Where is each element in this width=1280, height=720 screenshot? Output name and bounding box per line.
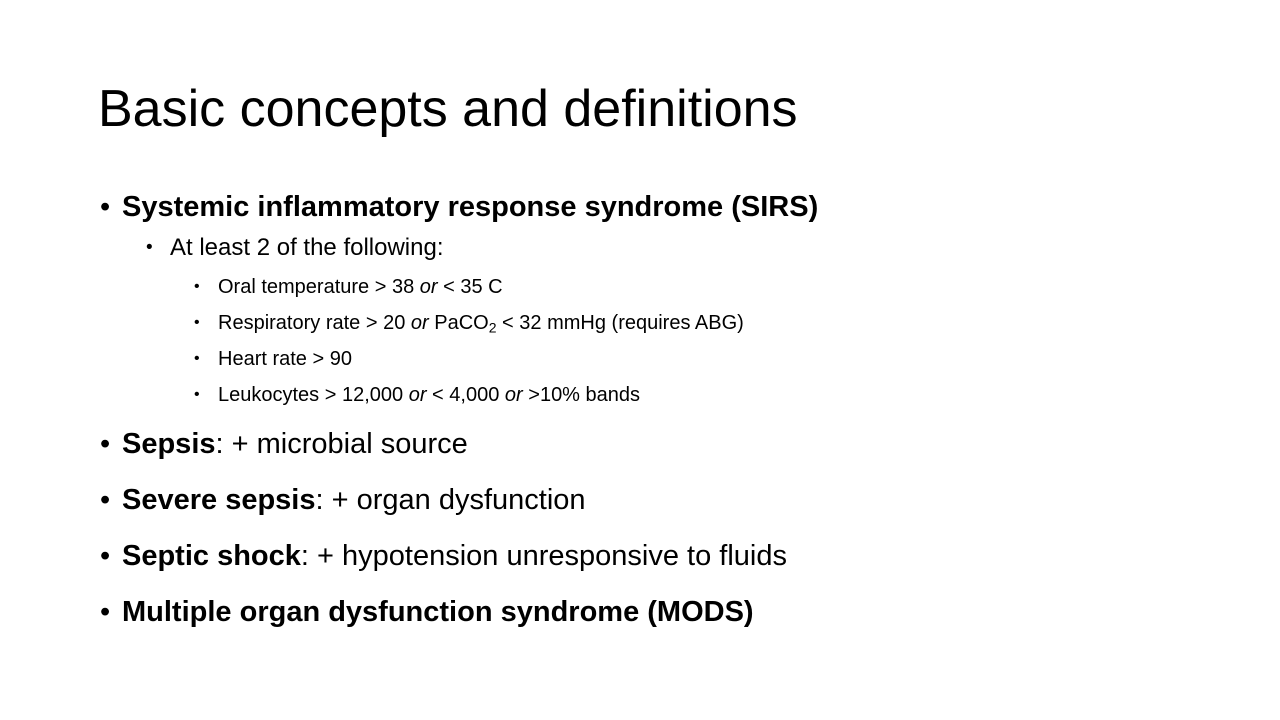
bullet-dot-icon: • [100, 540, 111, 572]
criterion-text: Oral temperature > 38 [218, 276, 420, 298]
bullet-dot-icon: • [100, 484, 111, 516]
or-text: or [408, 384, 427, 406]
criterion-temperature: • Oral temperature > 38 or < 35 C [100, 275, 1220, 299]
criterion-heart-rate: • Heart rate > 90 [100, 347, 1220, 371]
mods-term: Multiple organ dysfunction syndrome (MOD… [122, 596, 754, 628]
bullet-sirs-intro: • At least 2 of the following: [100, 234, 1220, 262]
or-text: or [504, 384, 523, 406]
bullet-dot-icon: • [194, 314, 200, 331]
severe-sepsis-description: : + organ dysfunction [315, 484, 586, 516]
bullet-dot-icon: • [100, 428, 111, 460]
bullet-septic-shock: • Septic shock: + hypotension unresponsiv… [100, 539, 1220, 573]
bullet-dot-icon: • [146, 237, 153, 258]
criterion-text: < 4,000 [426, 384, 505, 406]
bullet-severe-sepsis: • Severe sepsis: + organ dysfunction [100, 483, 1220, 517]
bullet-sepsis: • Sepsis: + microbial source [100, 427, 1220, 461]
slide-title: Basic concepts and definitions [98, 80, 798, 138]
sirs-intro-text: At least 2 of the following: [170, 234, 444, 261]
criterion-text: < 32 mmHg (requires ABG) [496, 312, 744, 334]
criterion-text: Heart rate > 90 [218, 348, 352, 370]
or-text: or [410, 312, 429, 334]
sirs-heading: Systemic inflammatory response syndrome … [122, 191, 819, 223]
criterion-text: >10% bands [522, 384, 641, 406]
bullet-dot-icon: • [100, 596, 111, 628]
subscript-text: 2 [488, 319, 497, 336]
sepsis-term: Sepsis [122, 428, 216, 460]
sepsis-description: : + microbial source [215, 428, 468, 460]
bullet-sirs: • Systemic inflammatory response syndrom… [100, 190, 1220, 224]
criterion-text: Leukocytes > 12,000 [218, 384, 409, 406]
septic-shock-description: : + hypotension unresponsive to fluids [300, 540, 787, 572]
bullet-dot-icon: • [194, 350, 200, 367]
severe-sepsis-term: Severe sepsis [122, 484, 316, 516]
bullet-dot-icon: • [194, 278, 200, 295]
bullet-dot-icon: • [194, 386, 200, 403]
septic-shock-term: Septic shock [122, 540, 301, 572]
criterion-text: PaCO [428, 312, 489, 334]
criterion-text: Respiratory rate > 20 [218, 312, 411, 334]
criterion-leukocytes: • Leukocytes > 12,000 or < 4,000 or >10% … [100, 383, 1220, 407]
or-text: or [419, 276, 438, 298]
bullet-list: • Systemic inflammatory response syndrom… [100, 190, 1220, 651]
criterion-text: < 35 C [437, 276, 503, 298]
criterion-respiratory: • Respiratory rate > 20 or PaCO2 < 32 mmH… [100, 311, 1220, 335]
bullet-mods: • Multiple organ dysfunction syndrome (MO… [100, 595, 1220, 629]
bullet-dot-icon: • [100, 191, 111, 223]
